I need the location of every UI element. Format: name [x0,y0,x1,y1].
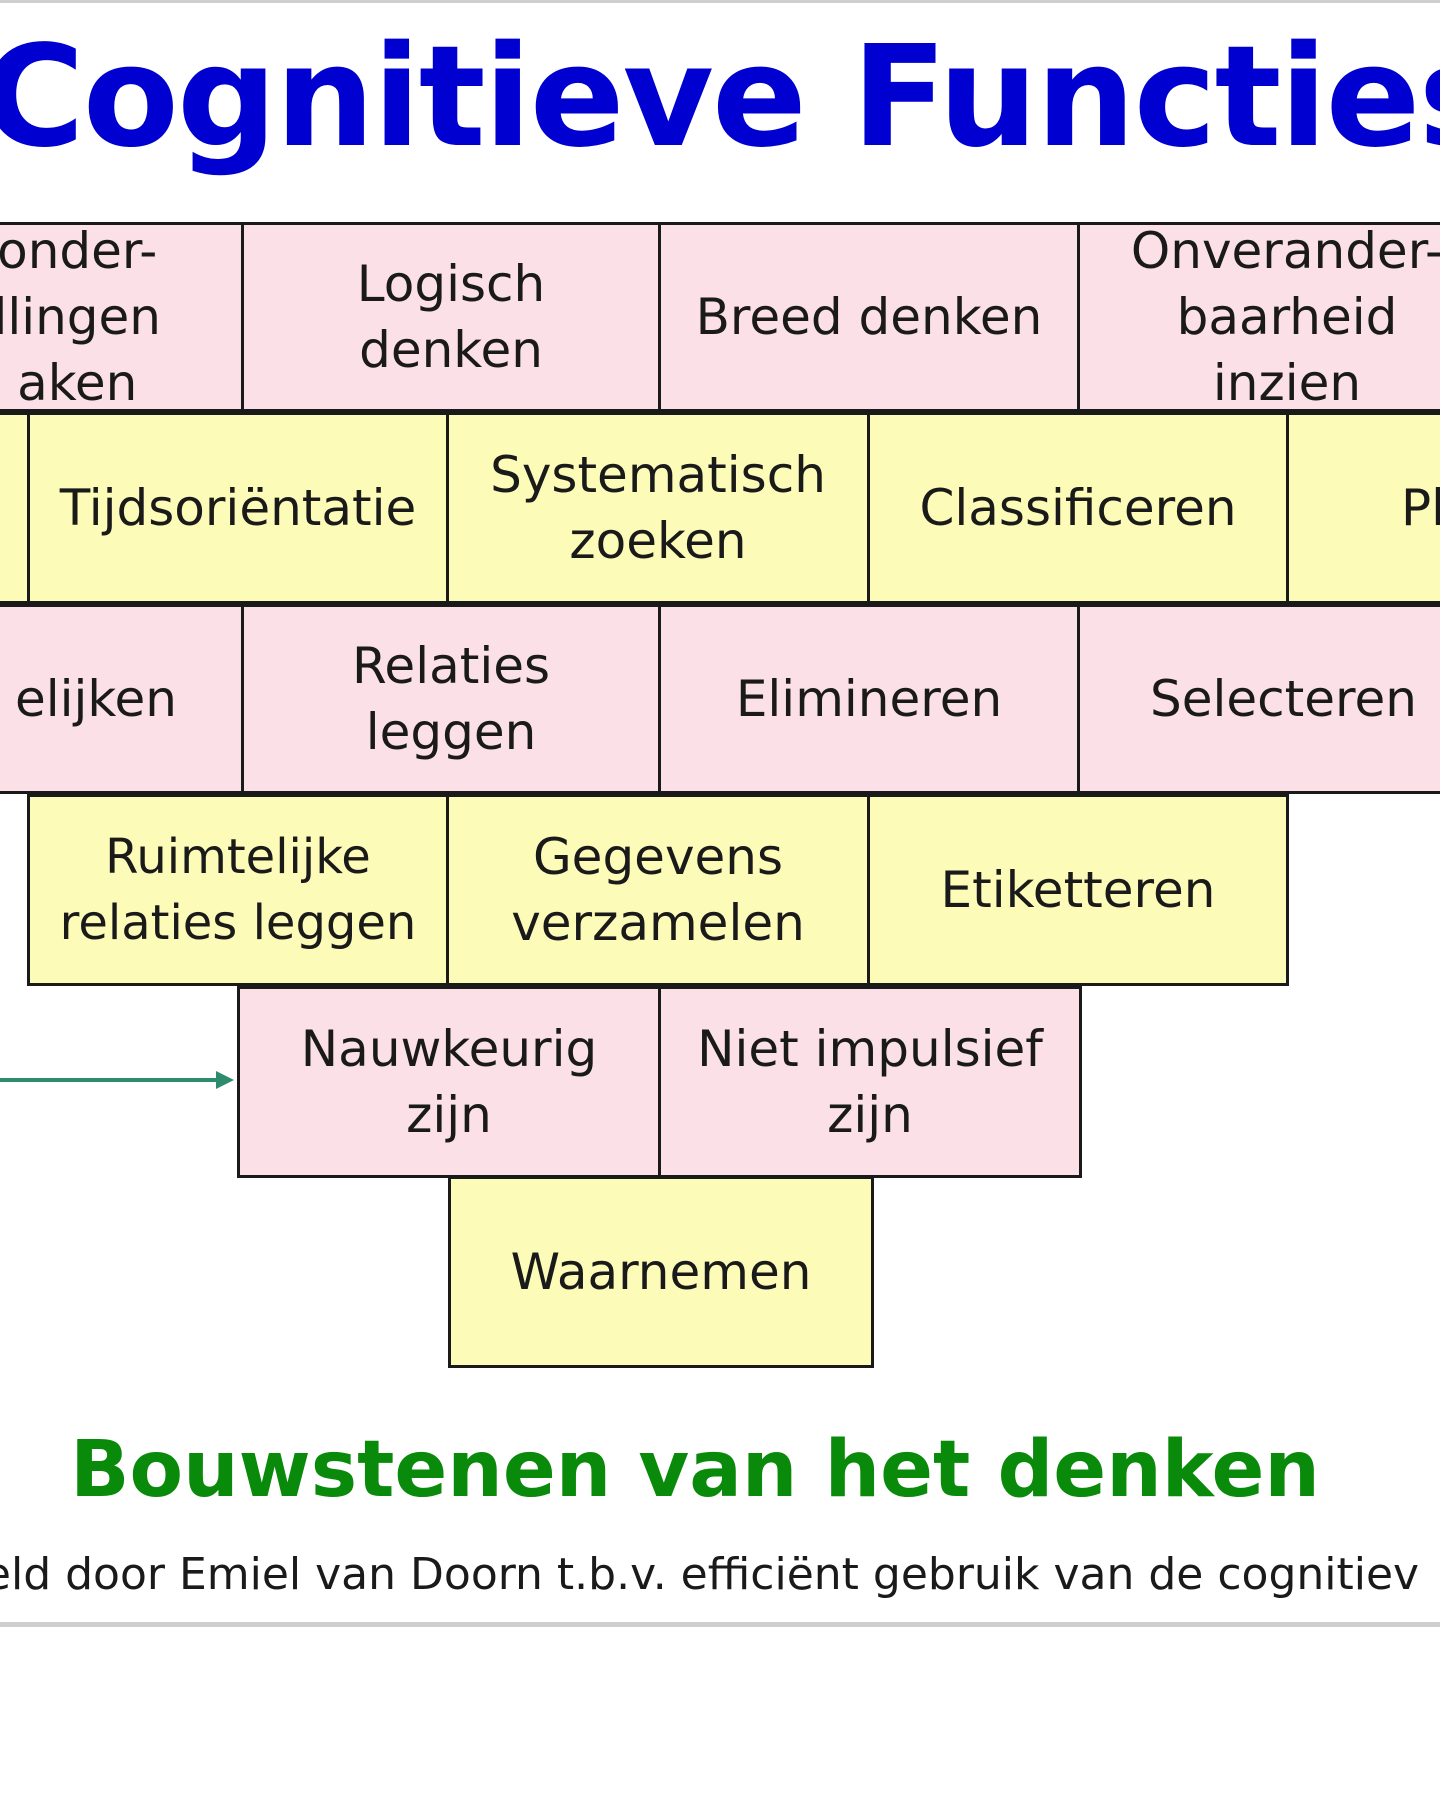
block-logisch-denken: Logisch denken [241,222,661,412]
arrow-right-icon [0,1071,234,1089]
block-label: Classificeren [919,479,1237,537]
block-gegevens-verzamelen: Gegevens verzamelen [446,794,870,986]
block-ruimtelijke-relaties-leggen: Ruimtelijke relaties leggen [27,794,449,986]
block-tijdsorientatie: Tijdsoriëntatie [27,412,449,604]
block-elimineren: Elimineren [658,604,1080,794]
block-row1-partial-left: onder- llingen aken [0,222,244,412]
block-selecteren: Selecteren [1077,604,1440,794]
block-label: Waarnemen [510,1243,812,1301]
diagram-title: Cognitieve Functies [0,16,1440,179]
block-row2-partial-left [0,412,30,604]
diagram-subtitle: Bouwstenen van het denken [70,1425,1320,1515]
block-label: Gegevens verzamelen [511,828,805,952]
bottom-border [0,1622,1440,1627]
block-label: Systematisch zoeken [490,446,826,570]
block-etiketteren: Etiketteren [867,794,1289,986]
block-label: Relaties leggen [351,637,551,761]
block-label: Tijdsoriëntatie [59,479,417,537]
block-systematisch-zoeken: Systematisch zoeken [446,412,870,604]
top-border [0,0,1440,3]
block-row2-partial-right: Pl [1286,412,1440,604]
block-vergelijken-partial: elijken [0,604,244,794]
block-label: Logisch denken [356,255,546,379]
block-waarnemen: Waarnemen [448,1176,874,1368]
block-label: onder- llingen aken [0,222,161,412]
block-label: Etiketteren [940,861,1216,919]
credit-footer: keld door Emiel van Doorn t.b.v. efficië… [0,1549,1420,1600]
block-label: Pl [1401,479,1440,537]
block-relaties-leggen: Relaties leggen [241,604,661,794]
block-nauwkeurig-zijn: Nauwkeurig zijn [237,986,661,1178]
block-label: Elimineren [735,670,1003,728]
block-onveranderbaarheid-inzien: Onverander- baarheid inzien [1077,222,1440,412]
block-label: elijken [14,670,177,728]
block-label: Niet impulsief zijn [697,1020,1043,1144]
block-label: Ruimtelijke relaties leggen [59,829,417,951]
block-label: Breed denken [695,288,1043,346]
block-label: Onverander- baarheid inzien [1130,222,1440,412]
block-niet-impulsief-zijn: Niet impulsief zijn [658,986,1082,1178]
block-label: Selecteren [1150,670,1417,728]
block-breed-denken: Breed denken [658,222,1080,412]
block-classificeren: Classificeren [867,412,1289,604]
block-label: Nauwkeurig zijn [300,1020,598,1144]
